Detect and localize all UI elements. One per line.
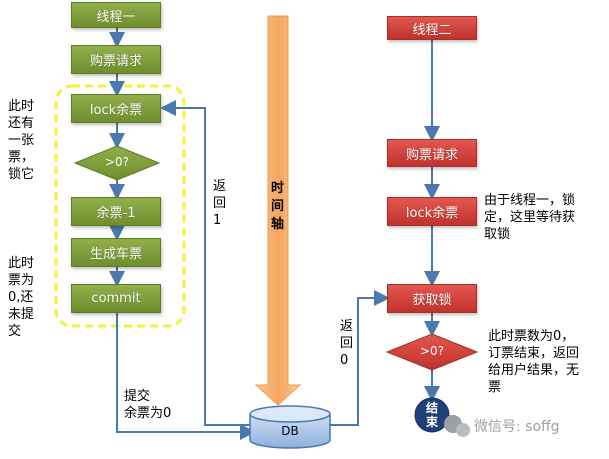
thread1-condition-label: >0? (104, 155, 130, 169)
thread2-lock-label: lock余票 (405, 206, 459, 221)
thread1-lock-label: lock余票 (89, 103, 143, 118)
note-result: 此时票数为0， 订票结束，返回 给用户结果，无 票 (488, 329, 580, 395)
thread2-acquire-box: 获取锁 (387, 284, 477, 313)
thread2-lock-box: lock余票 (387, 197, 477, 226)
thread2-title-box: 线程二 (387, 16, 477, 40)
thread1-title-box: 线程一 (71, 2, 161, 28)
note-wait-lock: 由于线程一，锁 定，这里等待获 取锁 (484, 193, 576, 242)
thread1-request-label: 购票请求 (89, 54, 142, 69)
thread2-title: 线程二 (412, 22, 452, 38)
note-return-one: 返 回 1 (213, 179, 227, 228)
thread1-lock-box: lock余票 (71, 94, 161, 123)
thread1-title: 线程一 (96, 9, 136, 25)
thread2-end-label: 结束 (425, 401, 438, 429)
thread1-request-box: 购票请求 (71, 45, 161, 74)
thread2-request-box: 购票请求 (387, 139, 477, 167)
thread1-commit-label: commit (91, 291, 141, 306)
thread2-condition-label: >0? (419, 344, 445, 358)
thread1-ticket-label: 生成车票 (89, 247, 142, 262)
thread2-condition-diamond (385, 333, 479, 371)
thread2-flow-arrows (330, 40, 440, 426)
timeline-arrow (254, 15, 302, 406)
highlight-region (54, 84, 186, 328)
thread1-decrement-box: 余票-1 (71, 197, 161, 226)
note-return-zero: 返 回 0 (340, 319, 354, 368)
thread1-condition-diamond (73, 145, 161, 181)
db-cylinder (249, 405, 331, 449)
end-circle (414, 397, 450, 433)
note-zero-left: 此时 票为 0,还 未提 交 (8, 256, 35, 339)
thread1-commit-box: commit (71, 284, 161, 313)
note-commit: 提交 余票为0 (124, 389, 172, 421)
timeline-label: 时 间 轴 (271, 181, 285, 232)
thread1-ticket-box: 生成车票 (71, 238, 161, 267)
thread2-request-label: 购票请求 (405, 147, 458, 163)
db-label: DB (281, 424, 299, 438)
note-lock-held: 此时 还有 一张 票， 锁它 (8, 99, 35, 182)
watermark: 微信号: soffg (474, 419, 560, 435)
thread1-flow-arrows (109, 28, 262, 440)
thread1-decrement-label: 余票-1 (96, 206, 136, 221)
thread2-acquire-label: 获取锁 (412, 293, 452, 308)
wechat-icon (444, 415, 470, 437)
